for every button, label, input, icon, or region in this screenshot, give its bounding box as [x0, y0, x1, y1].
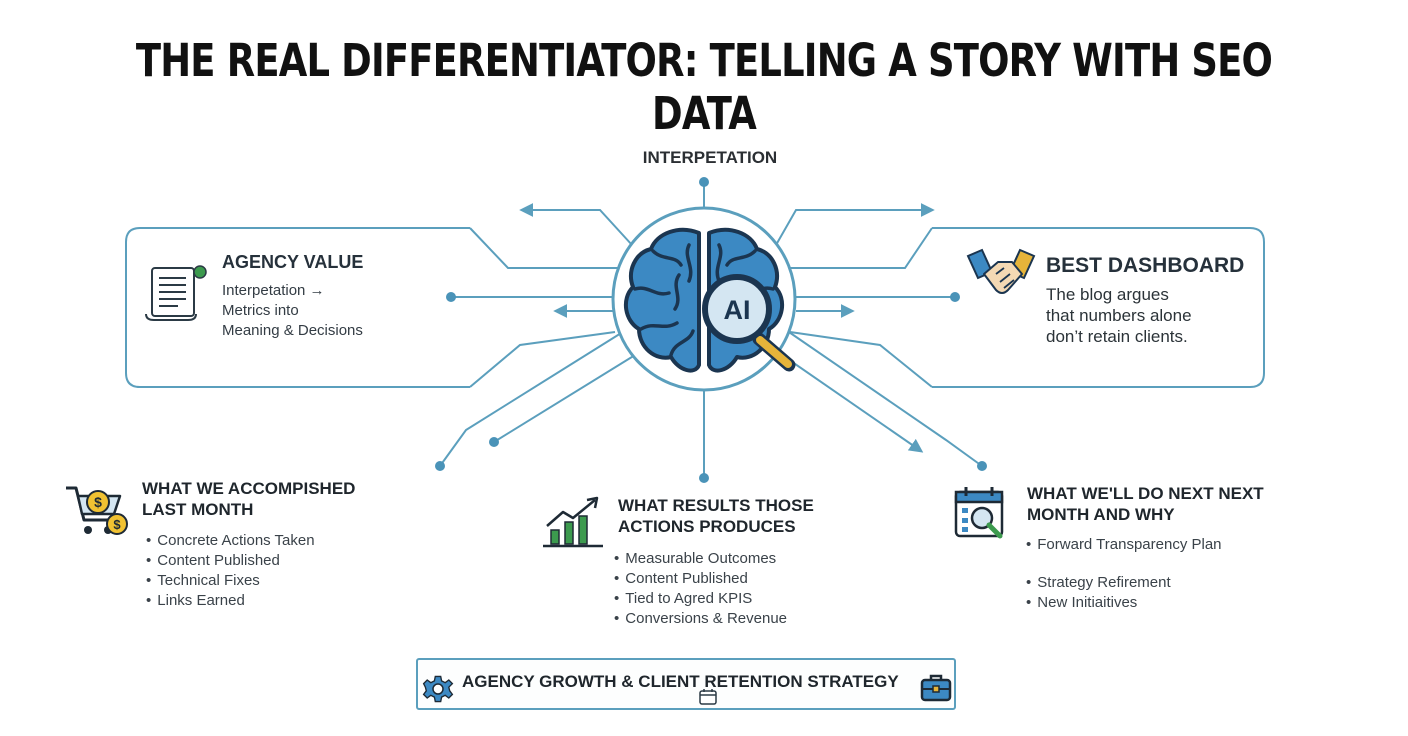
spoke-lower-left-inner — [493, 351, 641, 443]
spoke-lower-left-outer — [439, 329, 627, 467]
results-title: WHAT RESULTS THOSE ACTIONS PRODUCES — [618, 495, 814, 537]
results-title-line: WHAT RESULTS THOSE — [618, 496, 814, 515]
growth-chart-icon — [543, 496, 603, 548]
connector-right-upper — [790, 227, 933, 269]
list-item: Content Published — [146, 551, 315, 571]
results-title-line: ACTIONS PRODUCES — [618, 517, 796, 536]
connector-left-lower — [469, 331, 616, 388]
best-dashboard-line: that numbers alone — [1046, 306, 1192, 325]
calendar-search-icon — [954, 487, 1004, 539]
agency-value-card-outline — [125, 227, 470, 388]
node-dot — [950, 292, 960, 302]
brain-magnifier-icon: AI — [611, 206, 797, 392]
agency-value-text: Interpetation → Metrics into Meaning & D… — [222, 281, 422, 341]
node-dot — [489, 437, 499, 447]
best-dashboard-card-outline — [932, 227, 1265, 388]
list-item: Links Earned — [146, 591, 315, 611]
accomplished-title: WHAT WE ACCOMPISHED LAST MONTH — [142, 478, 355, 520]
list-item: Concrete Actions Taken — [146, 531, 314, 551]
node-dot — [446, 292, 456, 302]
svg-text:$: $ — [94, 494, 102, 510]
calendar-icon — [699, 689, 717, 705]
handshake-icon — [966, 248, 1036, 294]
briefcase-icon — [920, 674, 952, 702]
page-title: THE REAL DIFFERENTIATOR: TELLING A STORY… — [135, 34, 1273, 140]
best-dashboard-text: The blog argues that numbers alone don’t… — [1046, 284, 1256, 347]
best-dashboard-title: BEST DASHBOARD — [1046, 254, 1245, 277]
connector-left-upper — [469, 227, 620, 269]
node-dot — [435, 461, 445, 471]
accomplished-list: Concrete Actions Taken Content Published… — [146, 531, 315, 611]
spoke-lower-right-outer — [785, 329, 983, 467]
svg-text:$: $ — [113, 517, 121, 532]
arrow-top-right — [775, 203, 935, 246]
footer-banner — [416, 658, 956, 710]
next-month-list-continued: Strategy Refirement New Initiaitives — [1026, 573, 1171, 613]
document-scroll-icon — [145, 265, 207, 321]
list-item: Strategy Refirement — [1026, 573, 1170, 593]
list-item: Conversions & Revenue — [614, 609, 787, 629]
cart-dollar-icon: $ $ — [66, 486, 128, 535]
footer-text: AGENCY GROWTH & CLIENT RETENTION STRATEG… — [462, 672, 899, 691]
node-dot — [699, 473, 709, 483]
accomplished-title-line: WHAT WE ACCOMPISHED — [142, 479, 356, 498]
node-dot — [699, 177, 709, 187]
agency-value-line: Meaning & Decisions — [222, 322, 363, 339]
accomplished-title-line: LAST MONTH — [142, 500, 254, 519]
next-month-title: WHAT WE'LL DO NEXT NEXT MONTH AND WHY — [1027, 483, 1264, 525]
best-dashboard-line: The blog argues — [1046, 285, 1169, 304]
list-item: Tied to Agred KPIS — [614, 589, 787, 609]
list-item: Forward Transparency Plan — [1026, 535, 1221, 555]
hub-label: INTERPETATION — [642, 148, 778, 167]
agency-value-line: Interpetation → — [222, 282, 325, 299]
next-month-list: Forward Transparency Plan — [1026, 535, 1221, 555]
agency-value-title: AGENCY VALUE — [222, 252, 364, 272]
results-list: Measurable Outcomes Content Published Ti… — [614, 549, 787, 629]
spoke-lower-right-arrow — [771, 347, 924, 453]
best-dashboard-line: don’t retain clients. — [1046, 327, 1188, 346]
node-dot — [977, 461, 987, 471]
list-item: Measurable Outcomes — [614, 549, 787, 569]
gear-icon — [422, 675, 454, 703]
next-month-title-line: WHAT WE'LL DO NEXT NEXT — [1027, 484, 1264, 503]
arrow-top-left — [519, 203, 633, 246]
ai-badge: AI — [724, 295, 751, 325]
list-item: Technical Fixes — [146, 571, 315, 591]
connector-right-lower — [789, 331, 933, 388]
next-month-title-line: MONTH AND WHY — [1027, 505, 1175, 524]
agency-value-line: Metrics into — [222, 302, 299, 319]
list-item: New Initiaitives — [1026, 593, 1171, 613]
list-item: Content Published — [614, 569, 787, 589]
